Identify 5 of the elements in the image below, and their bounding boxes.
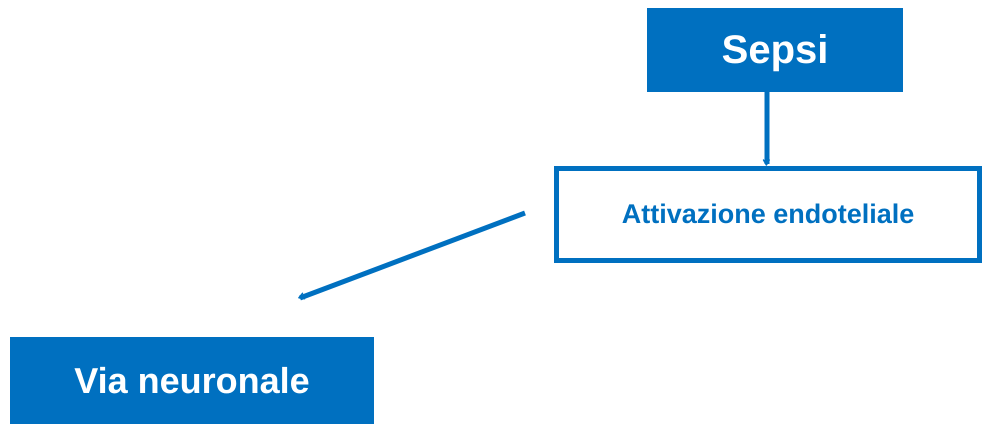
arrow: [298, 210, 526, 300]
process-box: Via neuronale: [10, 337, 374, 424]
process-box: Attivazione endoteliale: [554, 166, 982, 263]
arrow: [762, 92, 770, 166]
process-box: Sepsi: [647, 8, 903, 92]
